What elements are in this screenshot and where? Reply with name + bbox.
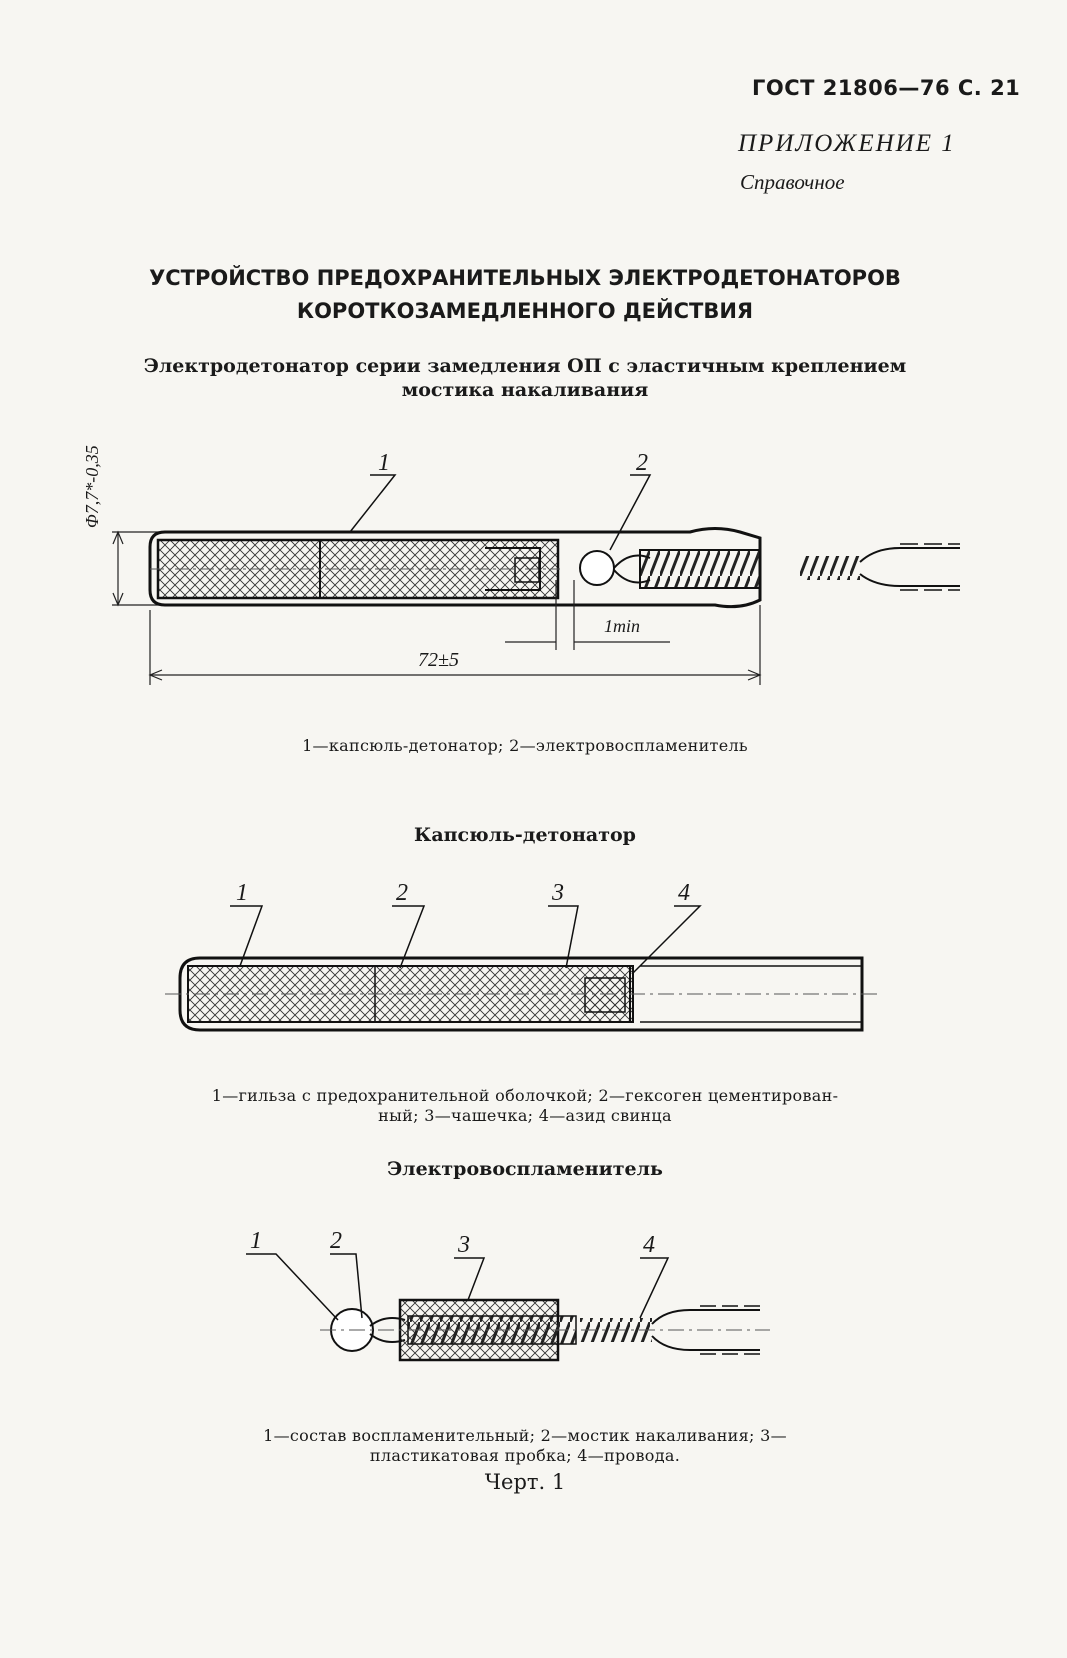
figure2-drawing: 1 2 3 4: [165, 880, 880, 1032]
figure1-title: Электродетонатор серии замедления ОП с э…: [0, 354, 1050, 402]
figure2-caption-line-1: 1—гильза с предохранительной оболочкой; …: [211, 1086, 839, 1105]
callout-4: 4: [678, 880, 690, 906]
figure2-caption: 1—гильза с предохранительной оболочкой; …: [0, 1086, 1050, 1126]
document-title: УСТРОЙСТВО ПРЕДОХРАНИТЕЛЬНЫХ ЭЛЕКТРОДЕТО…: [0, 262, 1050, 328]
figure3-title: Электровоспламенитель: [387, 1158, 663, 1180]
figure1-caption: 1—капсюль-детонатор; 2—электровоспламени…: [302, 736, 748, 755]
callout-1: 1: [378, 450, 390, 476]
title-line-2: КОРОТКОЗАМЕДЛЕННОГО ДЕЙСТВИЯ: [296, 299, 754, 323]
callout-2: 2: [636, 450, 648, 476]
callout-2: 2: [330, 1228, 342, 1254]
figure3-caption: 1—состав воспламенительный; 2—мостик нак…: [0, 1426, 1050, 1466]
length-label: 72±5: [418, 649, 459, 671]
figure3-caption-line-2: пластикатовая пробка; 4—провода.: [369, 1446, 681, 1465]
callout-4: 4: [643, 1232, 655, 1258]
min-label: 1min: [604, 616, 640, 636]
figure3-drawing: 1 2 3 4: [246, 1228, 770, 1362]
callout-1: 1: [236, 880, 248, 906]
figure2-title: Капсюль-детонатор: [414, 824, 636, 846]
figure3-caption-line-1: 1—состав воспламенительный; 2—мостик нак…: [263, 1426, 787, 1445]
figure2-caption-line-2: ный; 3—чашечка; 4—азид свинца: [378, 1106, 672, 1125]
diameter-label: Φ7,7*-0,35: [82, 445, 102, 528]
title-line-1: УСТРОЙСТВО ПРЕДОХРАНИТЕЛЬНЫХ ЭЛЕКТРОДЕТО…: [149, 266, 901, 290]
appendix-label: ПРИЛОЖЕНИЕ 1: [738, 130, 956, 157]
callout-2: 2: [396, 880, 408, 906]
figure1-title-line-2: мостика накаливания: [401, 379, 649, 401]
figure1-title-line-1: Электродетонатор серии замедления ОП с э…: [143, 355, 907, 377]
standard-reference: ГОСТ 21806—76 С. 21: [752, 76, 1021, 100]
callout-3: 3: [551, 880, 564, 906]
figure-number: Черт. 1: [484, 1470, 566, 1494]
igniter-bead: [579, 550, 615, 586]
appendix-type: Справочное: [740, 170, 845, 194]
callout-3: 3: [457, 1232, 470, 1258]
callout-1: 1: [250, 1228, 262, 1254]
figure1-drawing: Φ7,7*-0,35 1 2 1min 72±5: [82, 445, 960, 685]
